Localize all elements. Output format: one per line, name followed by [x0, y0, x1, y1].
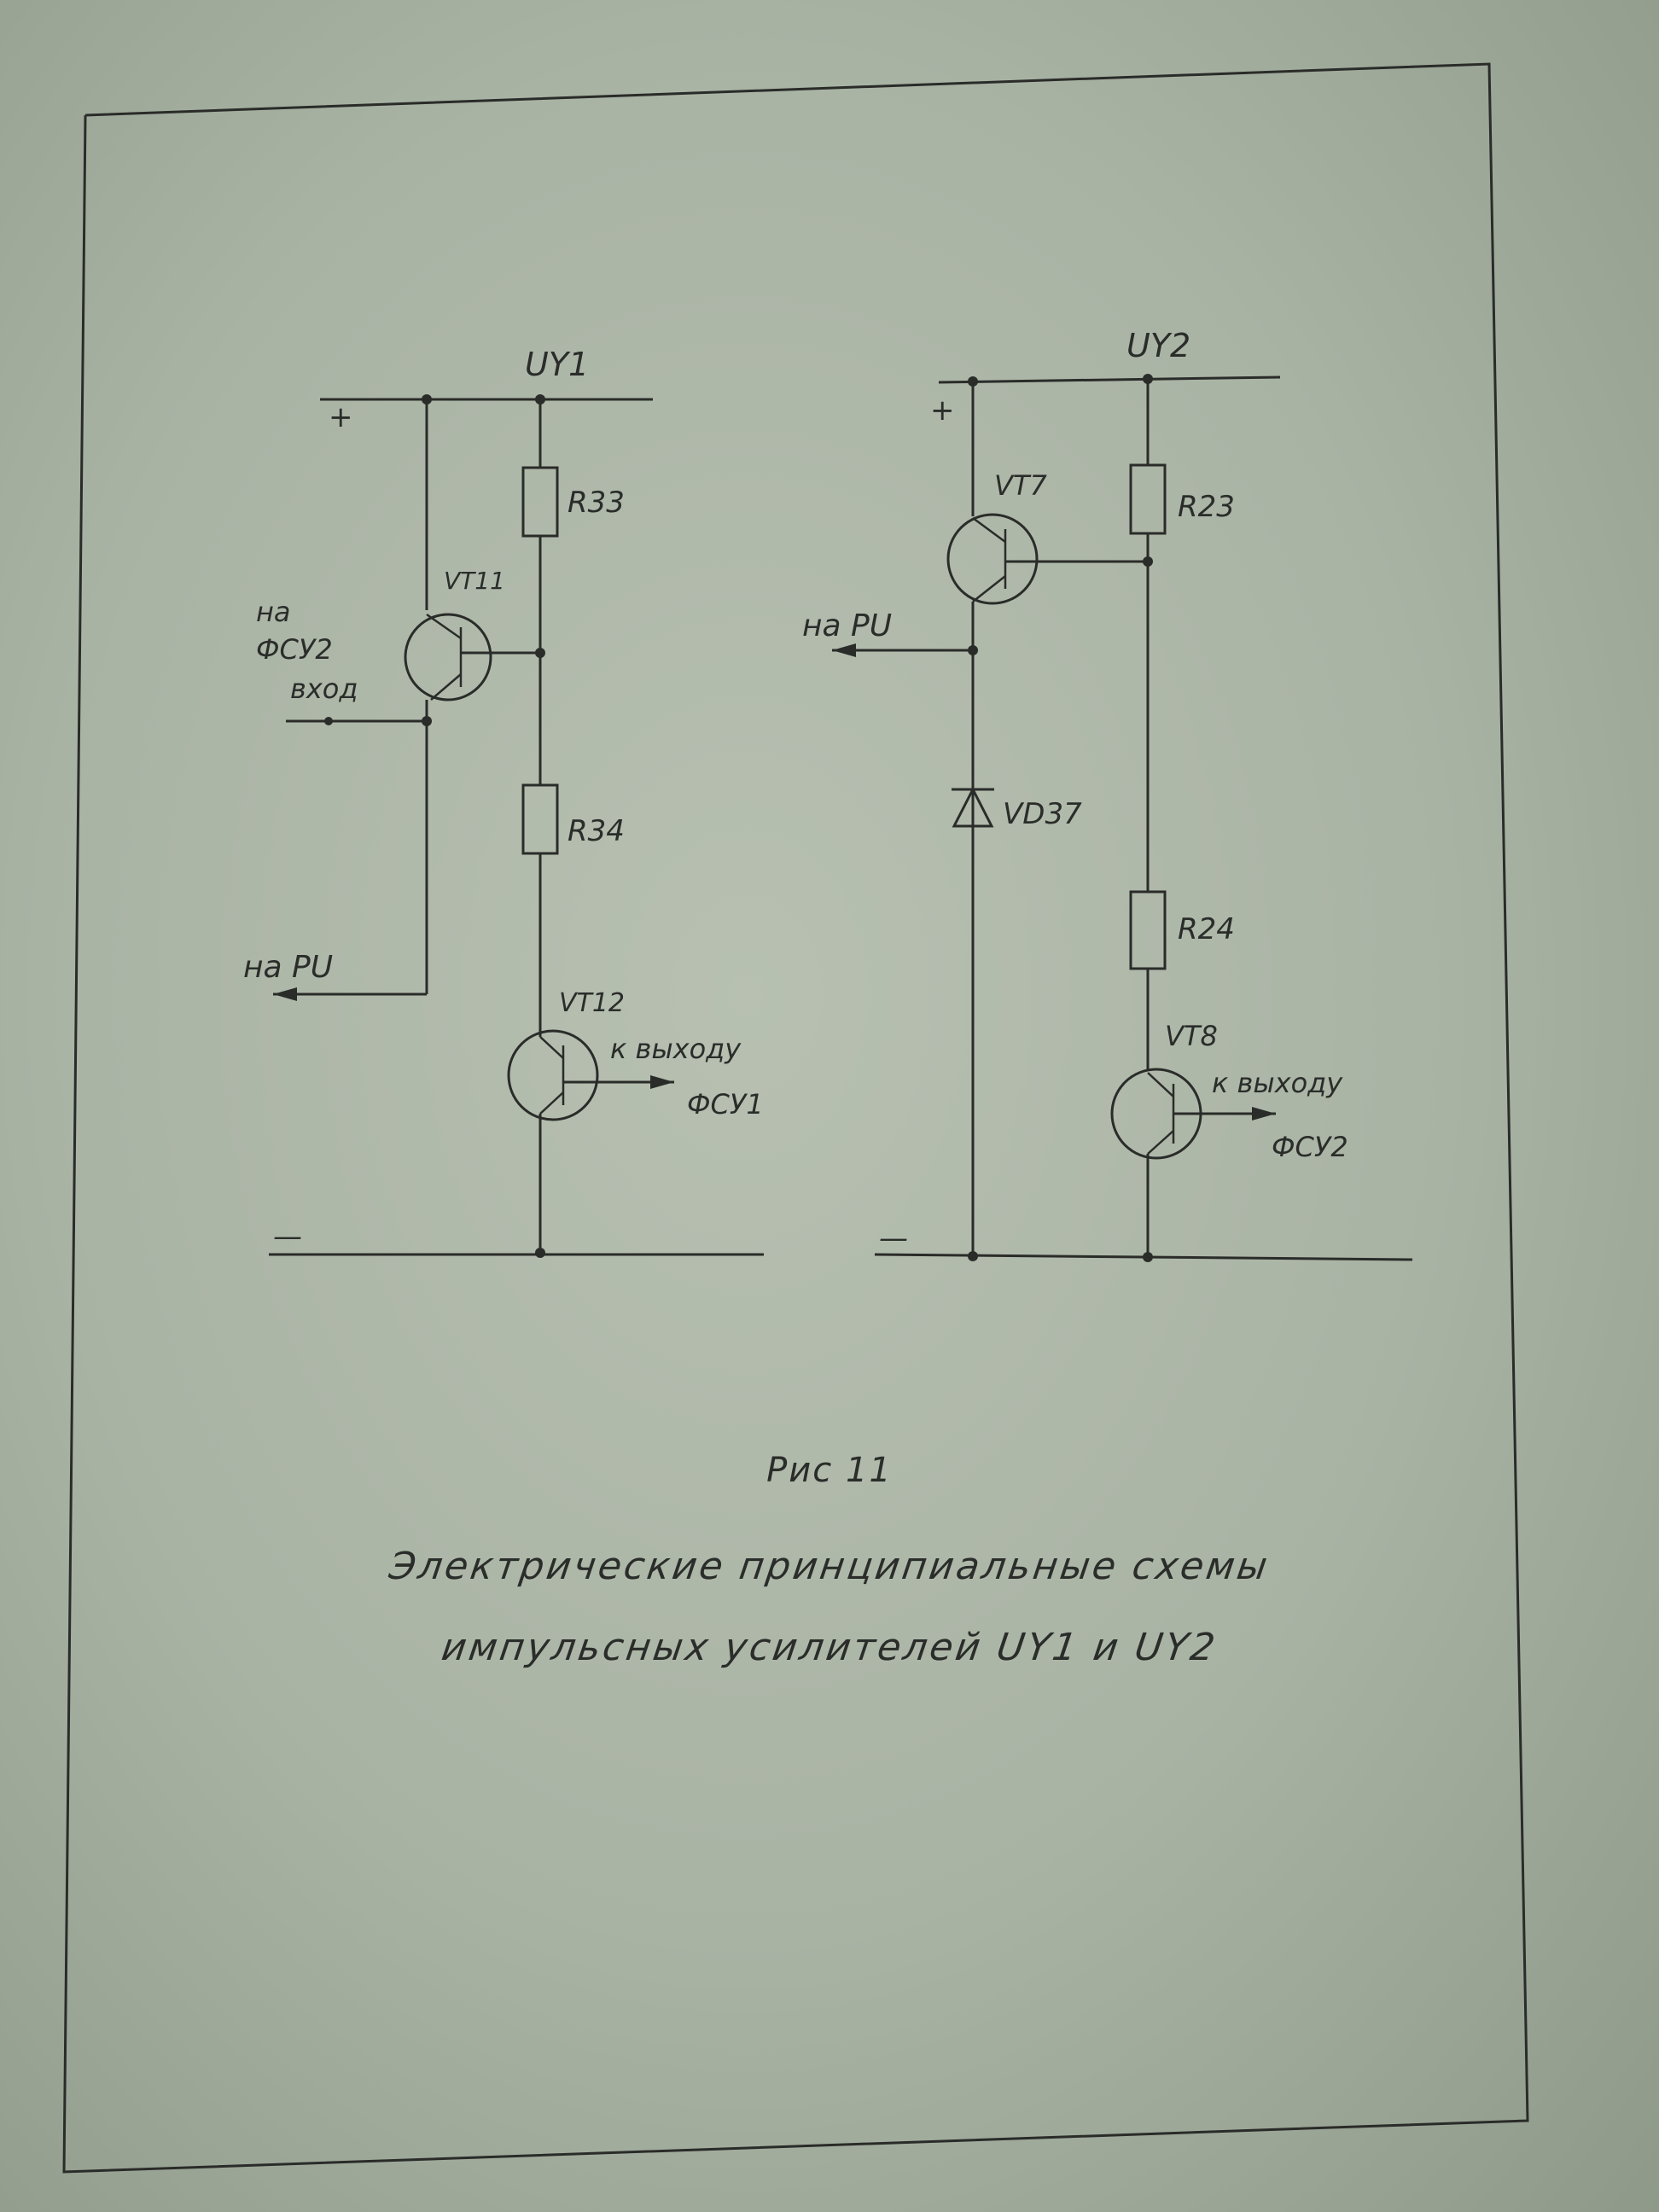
uy1-input-label-1: на: [256, 596, 291, 628]
uy1-circuit: UY1 + R33 VT11 на ФСУ2 вход на PU: [243, 346, 764, 1258]
uy2-vt7-collector: [972, 516, 1006, 544]
uy1-vt11-label: VT11: [444, 567, 505, 595]
uy1-vt11-emitter: [426, 613, 462, 640]
uy1-r34-label: R34: [568, 814, 625, 848]
uy1-to-pu-label: на PU: [243, 950, 333, 985]
uy1-output-arrow: [650, 1075, 674, 1089]
uy1-output-label-2: ФСУ1: [687, 1088, 764, 1121]
uy2-plus-rail: [938, 375, 1281, 384]
uy1-vt11-collector: [430, 673, 462, 701]
uy1-vt12-collector: [539, 1036, 564, 1059]
uy1-node: [535, 1248, 545, 1258]
uy1-input-label-2: ФСУ2: [256, 633, 333, 666]
uy1-r34-resistor: [521, 783, 559, 855]
uy2-vt8-collector: [1147, 1072, 1174, 1097]
figure-caption-line-1: Электрические принципиальные схемы: [386, 1545, 1273, 1588]
uy1-vt12-transistor: [507, 1029, 599, 1121]
uy2-vd37-label: VD37: [1003, 797, 1082, 831]
uy2-vt7-emitter: [972, 575, 1006, 602]
figure-number: Рис 11: [766, 1451, 893, 1490]
uy1-vt11-transistor: [404, 613, 492, 701]
uy2-r24-resistor: [1129, 890, 1167, 970]
uy1-minus-sign: —: [273, 1220, 302, 1254]
uy1-output-label-1: к выходу: [610, 1033, 742, 1065]
uy2-title: UY2: [1126, 327, 1190, 364]
uy1-node: [324, 717, 333, 725]
uy2-minus-rail: [874, 1253, 1413, 1261]
uy2-output-label-2: ФСУ2: [1272, 1131, 1348, 1163]
uy1-r33-label: R33: [568, 486, 625, 520]
uy2-vd37-diode: [952, 786, 994, 828]
uy2-to-pu-label: на PU: [802, 608, 892, 643]
uy1-input-label-3: вход: [290, 672, 358, 705]
uy2-vt7-transistor: [946, 513, 1039, 605]
uy1-to-pu-arrow: [273, 987, 297, 1001]
uy1-title: UY1: [525, 346, 589, 383]
uy2-plus-sign: +: [930, 393, 955, 428]
uy2-minus-sign: —: [879, 1221, 908, 1255]
uy1-plus-sign: +: [329, 400, 353, 434]
uy1-vt12-emitter: [539, 1091, 564, 1115]
uy1-r33-resistor: [521, 466, 559, 538]
page-border: [62, 62, 1529, 2174]
uy2-to-pu-arrow: [832, 643, 856, 657]
uy2-output-arrow: [1252, 1107, 1276, 1121]
uy2-vt8-label: VT8: [1165, 1020, 1218, 1052]
uy2-r23-resistor: [1129, 463, 1167, 535]
uy2-circuit: UY2 + VT7 R23 на PU VD37 R24: [802, 327, 1413, 1262]
uy2-r23-label: R23: [1178, 490, 1235, 524]
uy2-vt7-label: VT7: [994, 469, 1047, 502]
uy1-vt12-label: VT12: [559, 988, 625, 1018]
uy2-r24-label: R24: [1178, 912, 1235, 946]
uy1-node: [535, 648, 545, 658]
uy2-output-label-1: к выходу: [1212, 1067, 1343, 1099]
uy2-vt8-emitter: [1147, 1130, 1174, 1155]
figure-caption-line-2: импульсных усилителей UY1 и UY2: [439, 1626, 1220, 1669]
